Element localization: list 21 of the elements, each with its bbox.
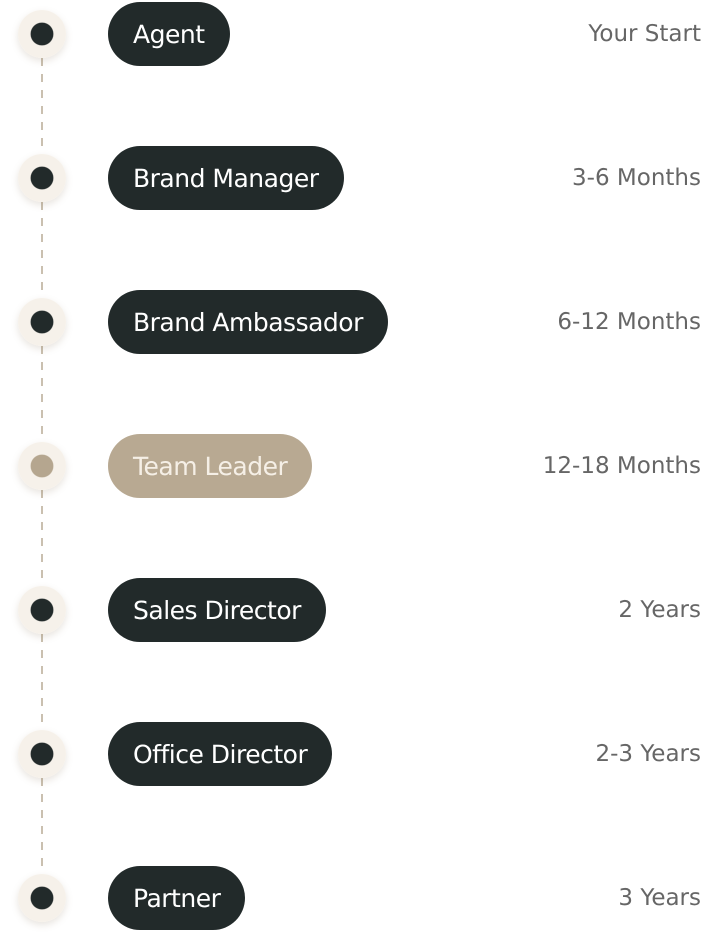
role-pill: Brand Manager xyxy=(108,146,344,210)
duration-label: 3 Years xyxy=(618,884,701,912)
duration-label: 6-12 Months xyxy=(557,308,701,336)
role-pill: Partner xyxy=(108,866,246,930)
timeline-dot xyxy=(18,298,66,346)
role-pill: Office Director xyxy=(108,722,332,786)
timeline-dot xyxy=(18,874,66,922)
duration-label: Your Start xyxy=(588,20,701,48)
timeline-dot xyxy=(18,730,66,778)
duration-label: 3-6 Months xyxy=(572,164,701,192)
role-pill: Sales Director xyxy=(108,578,326,642)
duration-label: 2 Years xyxy=(618,596,701,624)
role-pill: Agent xyxy=(108,2,230,66)
timeline-dot xyxy=(18,586,66,634)
timeline-dot xyxy=(18,154,66,202)
role-pill: Team Leader xyxy=(108,434,312,498)
timeline-dot xyxy=(18,10,66,58)
duration-label: 12-18 Months xyxy=(542,452,701,480)
timeline-dot xyxy=(18,442,66,490)
role-pill: Brand Ambassador xyxy=(108,290,388,354)
duration-label: 2-3 Years xyxy=(595,740,701,768)
